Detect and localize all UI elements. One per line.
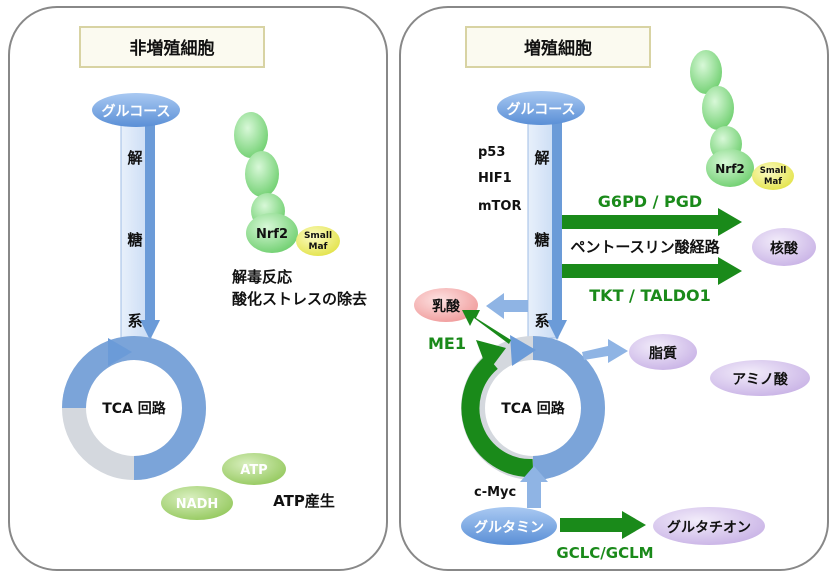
left-glycolysis-arrow-stem <box>145 113 155 323</box>
right-pentose-label: ペントースリン酸経路 <box>570 238 720 256</box>
right-glycolysis-arrow-head <box>547 320 567 340</box>
right-tca-ring-inner <box>489 364 577 452</box>
right-tkt-arrow-stem <box>562 264 720 278</box>
right-me1-arrow-head <box>476 340 506 372</box>
right-tca-ring-outer <box>532 336 605 480</box>
left-glucose-label: グルコース <box>101 103 170 120</box>
left-glycolysis-char-3: 系 <box>127 312 142 330</box>
left-tca-ring-outer <box>62 336 206 480</box>
right-nrf2-segment-2 <box>702 86 734 130</box>
left-panel: 非増殖細胞 グルコース 解 糖 系 TCA 回路 Nrf2 Small Maf … <box>8 6 388 571</box>
right-glycolysis-arrow-stem <box>552 113 562 323</box>
left-atp-production: ATP産生 <box>273 492 335 510</box>
right-title-box <box>465 26 651 68</box>
right-nrf2-label: Nrf2 <box>715 162 745 176</box>
left-nadh-label: NADH <box>176 497 219 512</box>
left-title: 非増殖細胞 <box>130 38 215 59</box>
right-panel: 増殖細胞 グルコース 解 糖 系 p53 HIF1 mTOR G6PD / PG… <box>399 6 829 571</box>
right-glutamine-arrow-head <box>520 466 548 482</box>
right-lipid-label: 脂質 <box>648 345 677 362</box>
right-g6pd-label: G6PD / PGD <box>598 192 702 211</box>
right-nucleic-acid-label: 核酸 <box>770 240 799 257</box>
right-nucleic-acid-node <box>752 228 816 266</box>
right-glutamine-arrow-stem <box>527 478 541 508</box>
left-detox-line-1: 解毒反応 <box>232 268 292 286</box>
right-g6pd-arrow-head <box>718 208 742 236</box>
left-glucose-node <box>92 93 180 127</box>
right-amino-acid-node <box>710 360 810 396</box>
right-glutamine-label: グルタミン <box>474 519 544 536</box>
right-amino-acid-label: アミノ酸 <box>732 371 789 388</box>
right-me1-label: ME1 <box>428 334 466 353</box>
right-glycolysis-char-1: 解 <box>534 149 549 167</box>
left-nrf2-segment-1 <box>234 112 268 158</box>
left-glycolysis-char-1: 解 <box>127 149 142 167</box>
right-lactate-node <box>414 288 478 322</box>
left-nrf2-segment-2 <box>245 151 279 197</box>
left-nrf2-label: Nrf2 <box>256 227 288 242</box>
left-atp-label: ATP <box>240 463 267 478</box>
left-tca-ring-inner <box>90 364 178 452</box>
right-lipid-node <box>629 334 697 370</box>
right-small-maf-label-2: Maf <box>764 177 782 187</box>
left-small-maf-node <box>296 226 340 256</box>
right-glutathione-node <box>653 507 765 545</box>
right-lactate-arrow <box>486 293 528 319</box>
right-glycolysis-char-3: 系 <box>534 312 549 330</box>
right-title: 増殖細胞 <box>524 38 592 59</box>
right-lipid-arrow <box>582 339 628 363</box>
right-nrf2-segment-1 <box>690 50 722 94</box>
left-atp-node <box>222 453 286 485</box>
left-nrf2-node <box>246 213 298 253</box>
right-gclc-arrow-head <box>622 511 646 539</box>
right-tkt-arrow-head <box>718 257 742 285</box>
left-glycolysis-arrow-head <box>140 320 160 340</box>
right-me1-upper-arrow <box>462 310 511 344</box>
right-tca-label: TCA 回路 <box>501 400 566 417</box>
left-nadh-node <box>161 486 233 520</box>
left-glycolysis-char-2: 糖 <box>127 231 142 249</box>
right-lactate-label: 乳酸 <box>432 298 461 315</box>
right-nrf2-node <box>706 149 754 187</box>
left-title-box <box>79 26 265 68</box>
left-tca-label: TCA 回路 <box>102 400 167 417</box>
right-small-maf-label-1: Small <box>760 166 787 176</box>
left-small-maf-label-2: Maf <box>309 242 328 252</box>
right-glutathione-label: グルタチオン <box>667 519 751 536</box>
left-detox-line-2: 酸化ストレスの除去 <box>232 290 367 308</box>
right-glutamine-node <box>461 507 557 545</box>
left-tca-arrow-head <box>108 338 132 366</box>
left-small-maf-label-1: Small <box>304 231 332 241</box>
right-glucose-label: グルコース <box>506 101 575 118</box>
right-small-maf-node <box>752 162 794 190</box>
right-glycolysis-char-2: 糖 <box>534 231 549 249</box>
right-tca-arrow-head <box>510 335 536 366</box>
right-tca-green-arc <box>461 355 534 478</box>
right-glucose-node <box>497 91 585 125</box>
right-regulator-hif1: HIF1 <box>478 171 512 186</box>
right-tkt-label: TKT / TALDO1 <box>589 286 710 305</box>
right-regulator-mtor: mTOR <box>478 199 521 214</box>
right-cmyc-label: c-Myc <box>474 485 516 500</box>
right-gclc-arrow-stem <box>560 518 624 532</box>
right-g6pd-arrow-stem <box>562 215 720 229</box>
left-panel-border <box>8 6 388 571</box>
right-regulator-p53: p53 <box>478 145 505 160</box>
right-gclc-label: GCLC/GCLM <box>556 544 653 562</box>
